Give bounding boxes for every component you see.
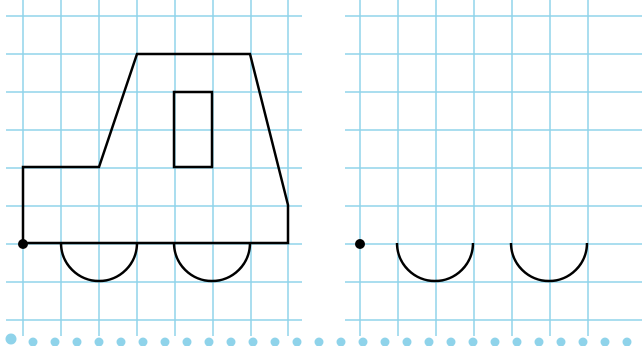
right-grid	[345, 0, 642, 336]
border-dot	[227, 338, 236, 346]
border-dot	[337, 338, 346, 346]
border-dot	[623, 338, 632, 346]
border-dot	[95, 338, 104, 346]
border-dot	[513, 338, 522, 346]
border-dot	[601, 338, 610, 346]
border-dot	[117, 338, 126, 346]
border-dot	[403, 338, 412, 346]
border-dot	[6, 334, 17, 345]
border-dot	[51, 338, 60, 346]
copy-front-wheel	[397, 243, 473, 281]
border-dot	[161, 338, 170, 346]
border-dot	[293, 338, 302, 346]
border-dot	[425, 338, 434, 346]
vehicle-rear-wheel	[174, 243, 250, 281]
copy-start-dot	[355, 239, 365, 249]
border-dot	[359, 338, 368, 346]
border-dot	[579, 338, 588, 346]
border-dot	[315, 338, 324, 346]
border-dot	[557, 338, 566, 346]
border-dot	[205, 338, 214, 346]
copy-rear-wheel	[511, 243, 587, 281]
border-dot	[535, 338, 544, 346]
border-dot	[381, 338, 390, 346]
border-dot	[271, 338, 280, 346]
start-dot	[18, 239, 28, 249]
border-dot	[183, 338, 192, 346]
vehicle-body-outline	[23, 54, 288, 243]
border-dot	[491, 338, 500, 346]
copy-drawing	[355, 239, 587, 281]
border-dot	[249, 338, 258, 346]
border-dot	[139, 338, 148, 346]
border-dot	[447, 338, 456, 346]
border-dot	[469, 338, 478, 346]
border-dot	[29, 338, 38, 346]
border-dot	[73, 338, 82, 346]
